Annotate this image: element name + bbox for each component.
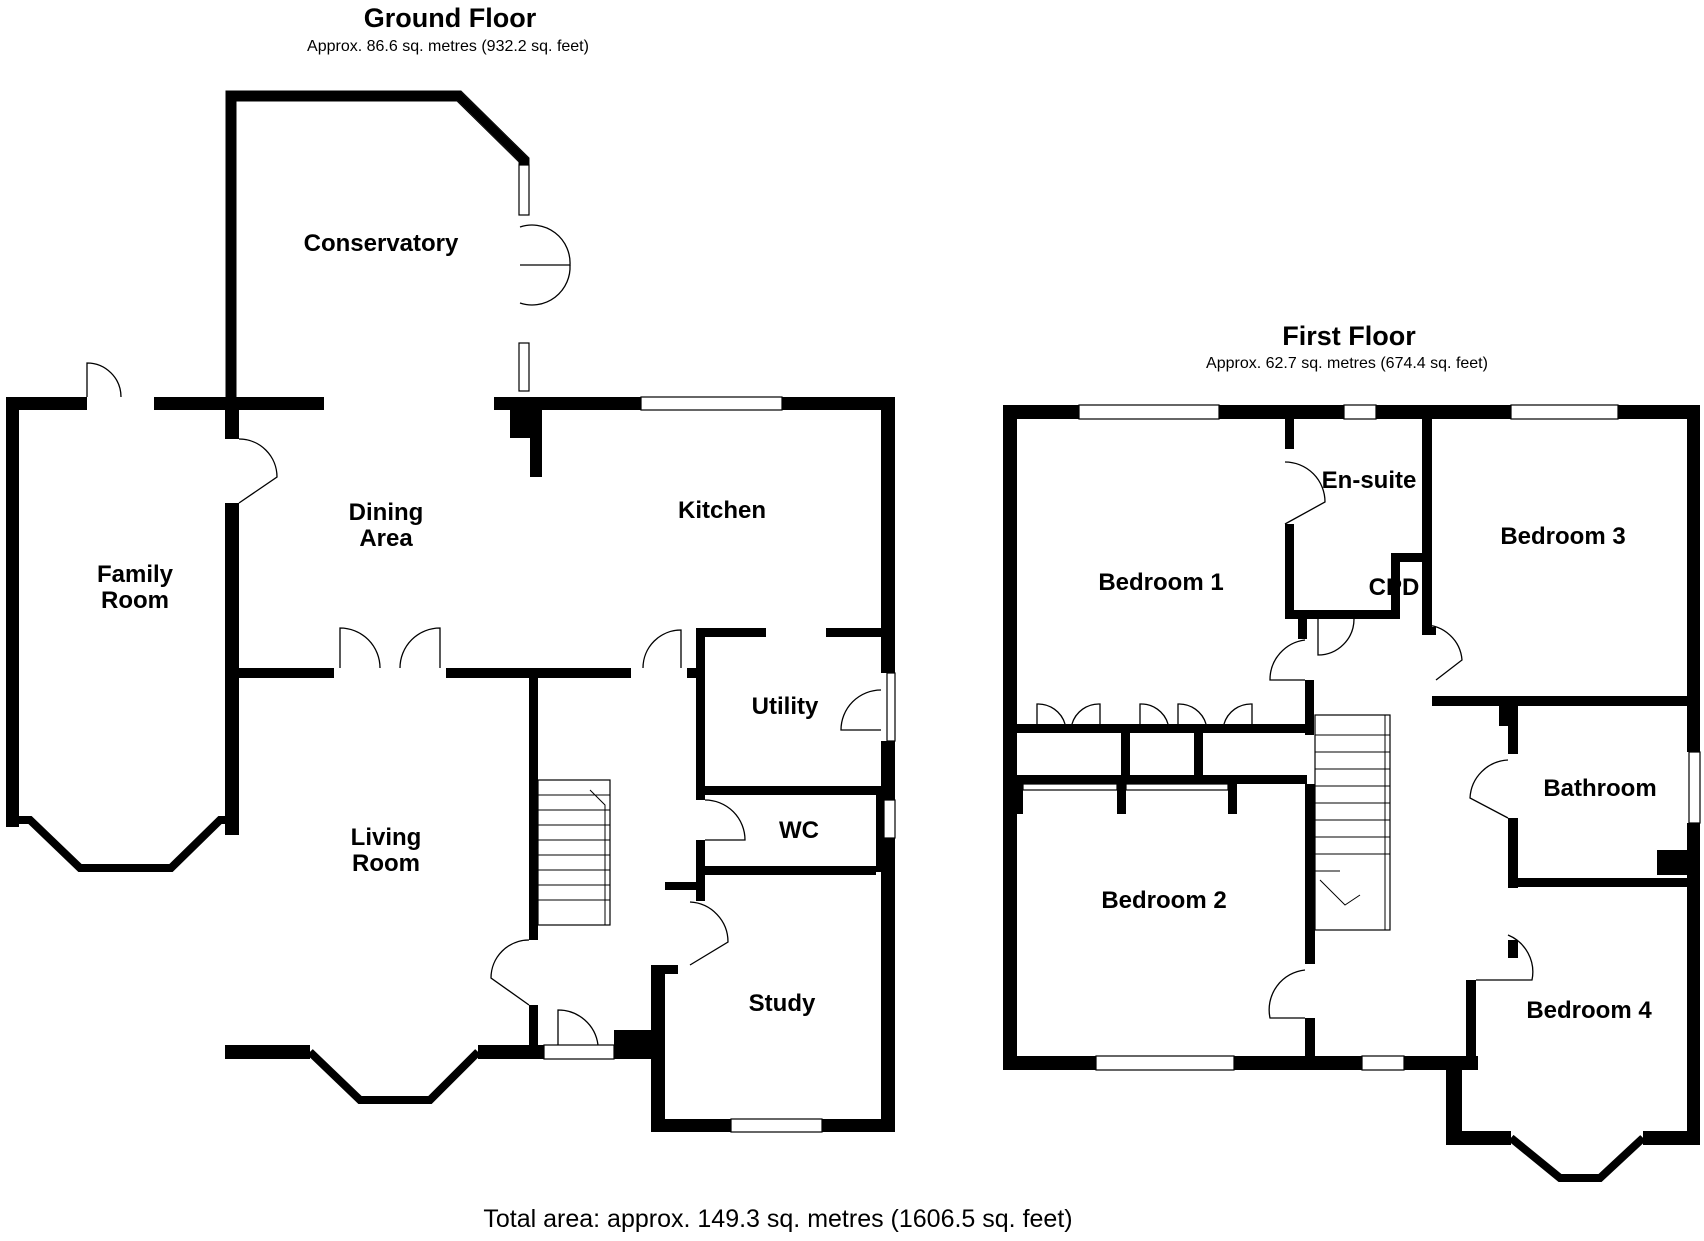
ground-floor-doors [86, 224, 882, 1046]
utility-label: Utility [752, 693, 819, 720]
kitchen-window [640, 396, 783, 411]
conservatory-label: Conservatory [304, 230, 459, 257]
wc-label: WC [779, 817, 819, 844]
ground-floor-walls [6, 90, 895, 1132]
bathroom-label: Bathroom [1543, 775, 1656, 802]
bedroom-1-label: Bedroom 1 [1098, 569, 1223, 596]
cpd-label: CPD [1369, 574, 1420, 601]
kitchen-label: Kitchen [678, 497, 766, 524]
family-room-label-line2: Room [101, 587, 169, 614]
conservatory-side-window [518, 342, 530, 392]
ground-floor-labels: Conservatory Family Room Dining Area Kit… [97, 230, 819, 1017]
dining-area-label-line2: Area [359, 525, 413, 552]
dining-area-label-line1: Dining [349, 499, 424, 526]
bedroom-3-label: Bedroom 3 [1500, 523, 1625, 550]
living-room-label-line1: Living [351, 824, 422, 851]
wc-window [883, 799, 896, 839]
front-door-frame [543, 1044, 615, 1060]
ground-floor-windows [19, 396, 896, 1133]
study-window [730, 1118, 823, 1133]
total-area: Total area: approx. 149.3 sq. metres (16… [483, 1205, 1072, 1233]
bedroom-3-window [1510, 404, 1619, 420]
bedroom-4-label: Bedroom 4 [1526, 997, 1652, 1024]
first-floor-title: First Floor [1282, 321, 1416, 351]
en-suite-window [1343, 404, 1377, 420]
first-floor-labels: En-suite Bedroom 1 Bedroom 3 CPD Bathroo… [1098, 467, 1656, 1024]
landing-window [1361, 1055, 1405, 1071]
conservatory-side-window [518, 164, 530, 216]
study-label: Study [749, 990, 816, 1017]
utility-window [886, 672, 896, 742]
ground-floor-title: Ground Floor [364, 3, 537, 33]
en-suite-label: En-suite [1322, 467, 1417, 494]
first-floor-windows [1022, 404, 1701, 1182]
first-floor-walls [1003, 405, 1700, 1145]
ground-floor-area: Approx. 86.6 sq. metres (932.2 sq. feet) [307, 38, 589, 55]
bedroom-1-window [1078, 404, 1220, 420]
first-floor-area: Approx. 62.7 sq. metres (674.4 sq. feet) [1206, 355, 1488, 372]
bedroom-2-window [1095, 1055, 1235, 1071]
living-room-label-line2: Room [352, 850, 420, 877]
first-floor-doors [1036, 461, 1534, 1019]
family-room-label-line1: Family [97, 561, 174, 588]
bathroom-window [1688, 751, 1701, 824]
bedroom-2-label: Bedroom 2 [1101, 887, 1226, 914]
